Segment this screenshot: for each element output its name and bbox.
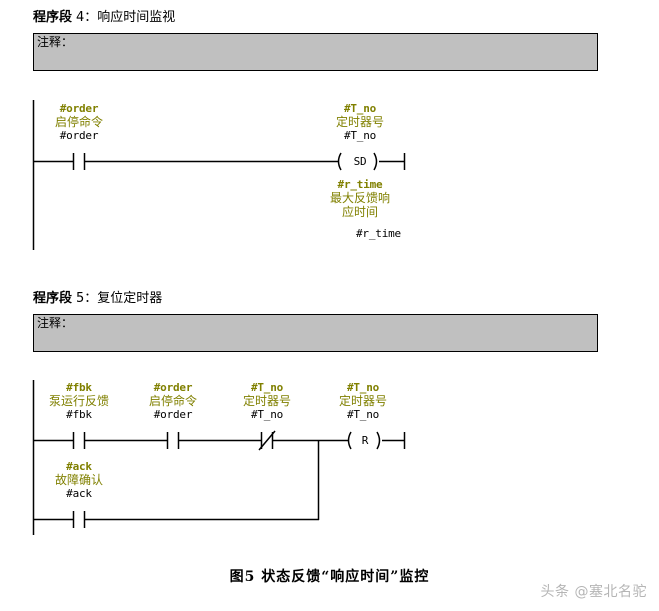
network-5-number: 5 [76, 291, 85, 306]
contact-symbol: #fbk [66, 381, 92, 394]
contact-address: #ack [66, 487, 92, 500]
branch-contact-label-ack: #ack 故障确认 #ack [38, 460, 120, 500]
contact-symbol: #order [153, 381, 193, 394]
coil-address: #T_no [343, 129, 377, 142]
contact-label-order: #order 启停命令 #order [38, 102, 120, 142]
network-4-comment-label: 注释： [37, 35, 74, 49]
coil-comment: 定时器号 [338, 394, 387, 408]
coil-symbol: #T_no [346, 381, 380, 394]
contact-symbol: #order [59, 102, 99, 115]
contact-address: #T_no [250, 408, 284, 421]
figure-caption: 图5 状态反馈“响应时间”监控 [229, 569, 430, 585]
network-4-comment-box[interactable]: 注释： [33, 33, 598, 71]
parameter-comment-line2: 应时间 [341, 205, 378, 219]
network-5-comment-box[interactable]: 注释： [33, 314, 598, 352]
contact-label-timer-no-nc: #T_no 定时器号 #T_no [226, 381, 308, 421]
parameter-address-r-time: #r_time [356, 227, 412, 240]
parameter-label-r-time: #r_time 最大反馈响 应时间 [318, 178, 402, 219]
coil-type-r: R [352, 434, 378, 447]
contact-symbol: #ack [66, 460, 92, 473]
network-4-number: 4 [76, 10, 85, 25]
contact-comment: 故障确认 [54, 473, 103, 487]
coil-label-reset-timer: #T_no 定时器号 #T_no [322, 381, 404, 421]
contact-symbol: #T_no [250, 381, 284, 394]
network-5-keyword: 程序段 [33, 291, 73, 306]
network-4-keyword: 程序段 [33, 10, 73, 25]
coil-label-timer-no: #T_no 定时器号 #T_no [318, 102, 402, 142]
contact-label-fbk: #fbk 泵运行反馈 #fbk [33, 381, 125, 421]
coil-symbol: #T_no [343, 102, 377, 115]
contact-label-order-2: #order 启停命令 #order [132, 381, 214, 421]
contact-comment: 启停命令 [148, 394, 197, 408]
network-5-title-text: ：复位定时器 [84, 291, 163, 306]
coil-type-sd: SD [341, 155, 379, 168]
contact-address: #order [59, 129, 99, 142]
contact-comment: 定时器号 [242, 394, 291, 408]
coil-type-text: SD [353, 155, 367, 168]
contact-comment: 启停命令 [54, 115, 103, 129]
contact-address: #order [153, 408, 193, 421]
parameter-comment-line1: 最大反馈响 [329, 191, 390, 205]
coil-comment: 定时器号 [335, 115, 384, 129]
parameter-address: #r_time [356, 227, 401, 240]
coil-type-text: R [361, 434, 369, 447]
network-5-comment-label: 注释： [37, 316, 74, 330]
parameter-symbol: #r_time [337, 178, 383, 191]
coil-address: #T_no [346, 408, 380, 421]
network-4-title-text: ：响应时间监视 [84, 10, 176, 25]
contact-address: #fbk [66, 408, 92, 421]
watermark: 头条 @塞北名驼 [540, 584, 647, 600]
contact-comment: 泵运行反馈 [48, 394, 109, 408]
